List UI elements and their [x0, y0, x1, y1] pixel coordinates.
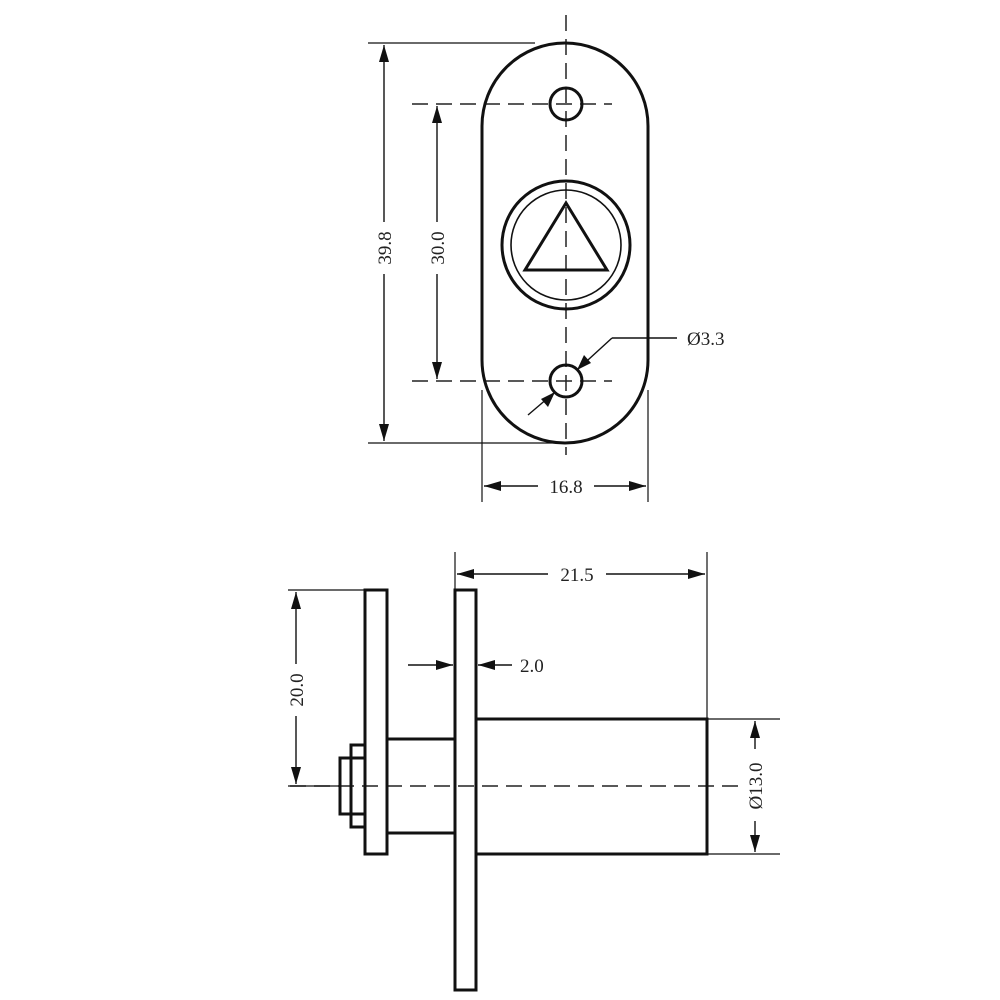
hole-diameter-arrow-upper: [577, 355, 591, 370]
oval-plate-outline: [480, 41, 650, 445]
body-diameter-arrow-bottom: [750, 835, 760, 852]
overall-height-arrow-top: [379, 45, 389, 62]
bottom-mounting-hole: [548, 363, 584, 399]
plate-width-arrow-right: [629, 481, 646, 491]
hole-spacing-arrow-bottom: [432, 362, 442, 379]
flange-height-label: 20.0: [287, 673, 308, 706]
front-view: 39.8 30.0 Ø3.3 16.8: [368, 15, 724, 502]
body-diameter-label: Ø13.0: [746, 763, 767, 810]
total-length-label: 21.5: [560, 565, 593, 586]
triangle-icon: [522, 200, 610, 272]
flange-thickness-arrow-right: [478, 660, 495, 670]
hole-spacing-label: 30.0: [428, 231, 449, 264]
total-length-arrow-right: [688, 569, 705, 579]
side-view: 20.0 21.5 2.0 Ø13.0: [282, 552, 780, 992]
lock-body-cylinder: [474, 717, 709, 856]
body-diameter-arrow-top: [750, 721, 760, 738]
plate-width-label: 16.8: [549, 477, 582, 498]
top-mounting-hole: [548, 86, 584, 122]
hole-spacing-arrow-top: [432, 106, 442, 123]
hole-diameter-arrow-lower: [541, 392, 555, 407]
rear-flange: [363, 588, 389, 856]
front-plate: [453, 588, 478, 992]
flange-thickness-label: 2.0: [520, 656, 544, 677]
button-outer-ring: [500, 179, 632, 311]
flange-height-arrow-bottom: [291, 767, 301, 784]
overall-height-arrow-bottom: [379, 424, 389, 441]
plate-width-arrow-left: [484, 481, 501, 491]
flange-thickness-arrow-left: [436, 660, 453, 670]
total-length-arrow-left: [457, 569, 474, 579]
flange-height-arrow-top: [291, 592, 301, 609]
button-inner-ring: [510, 189, 622, 301]
hole-diameter-label: Ø3.3: [687, 329, 724, 350]
overall-height-label: 39.8: [375, 231, 396, 264]
